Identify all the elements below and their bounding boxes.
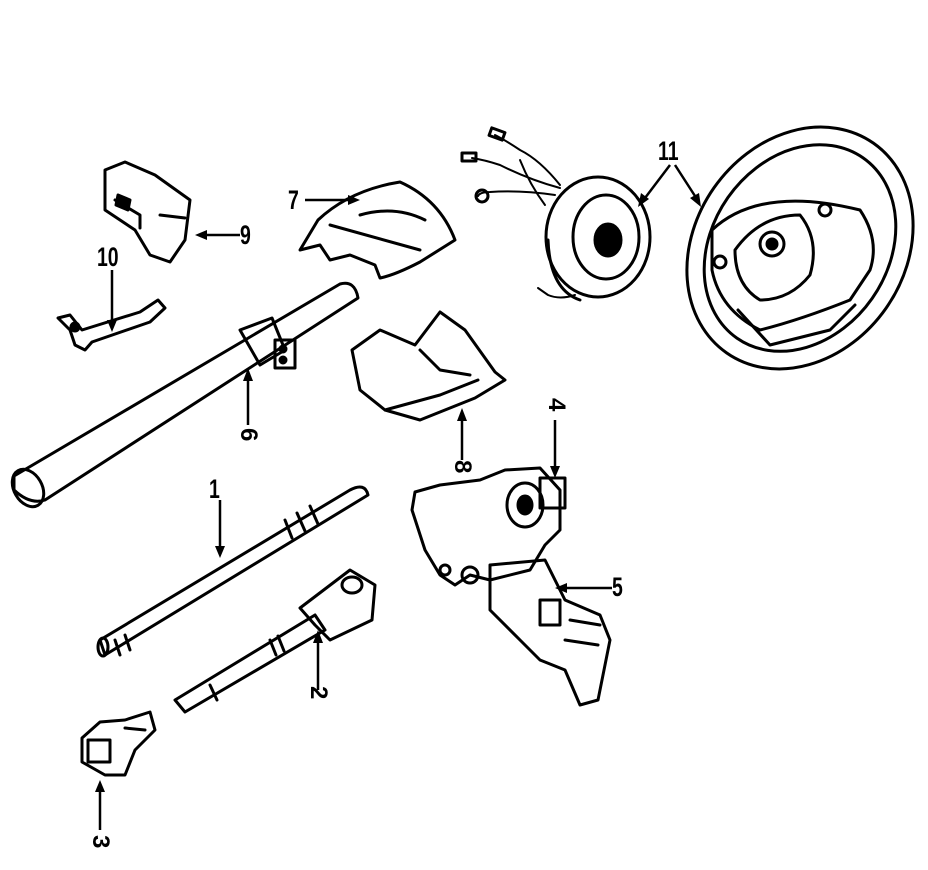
callout-11: 11 <box>658 136 679 166</box>
lower-shaft-u-joint <box>173 568 377 714</box>
callout-5: 5 <box>612 572 623 602</box>
steering-column-tube <box>10 281 360 509</box>
callout-2: 2 <box>305 686 332 700</box>
lock-bracket <box>488 558 612 707</box>
callout-4: 4 <box>543 398 570 412</box>
lower-column-shroud <box>350 310 507 422</box>
callout-1: 1 <box>209 474 220 504</box>
callout-8: 8 <box>449 460 476 474</box>
callout-6: 6 <box>235 428 262 442</box>
clock-spring <box>460 126 652 302</box>
steering-shaft <box>96 485 370 658</box>
steering-wheel <box>685 125 915 371</box>
upper-column-shroud <box>298 180 457 280</box>
column-bracket-cover <box>103 160 192 264</box>
callout-10: 10 <box>97 242 119 272</box>
callout-7: 7 <box>288 185 299 215</box>
leader-lines <box>95 164 701 830</box>
callout-9: 9 <box>240 220 251 250</box>
shaft-coupler <box>80 710 157 777</box>
tilt-lever <box>56 298 167 352</box>
callout-3: 3 <box>87 835 114 849</box>
ignition-lock-housing <box>410 466 567 587</box>
